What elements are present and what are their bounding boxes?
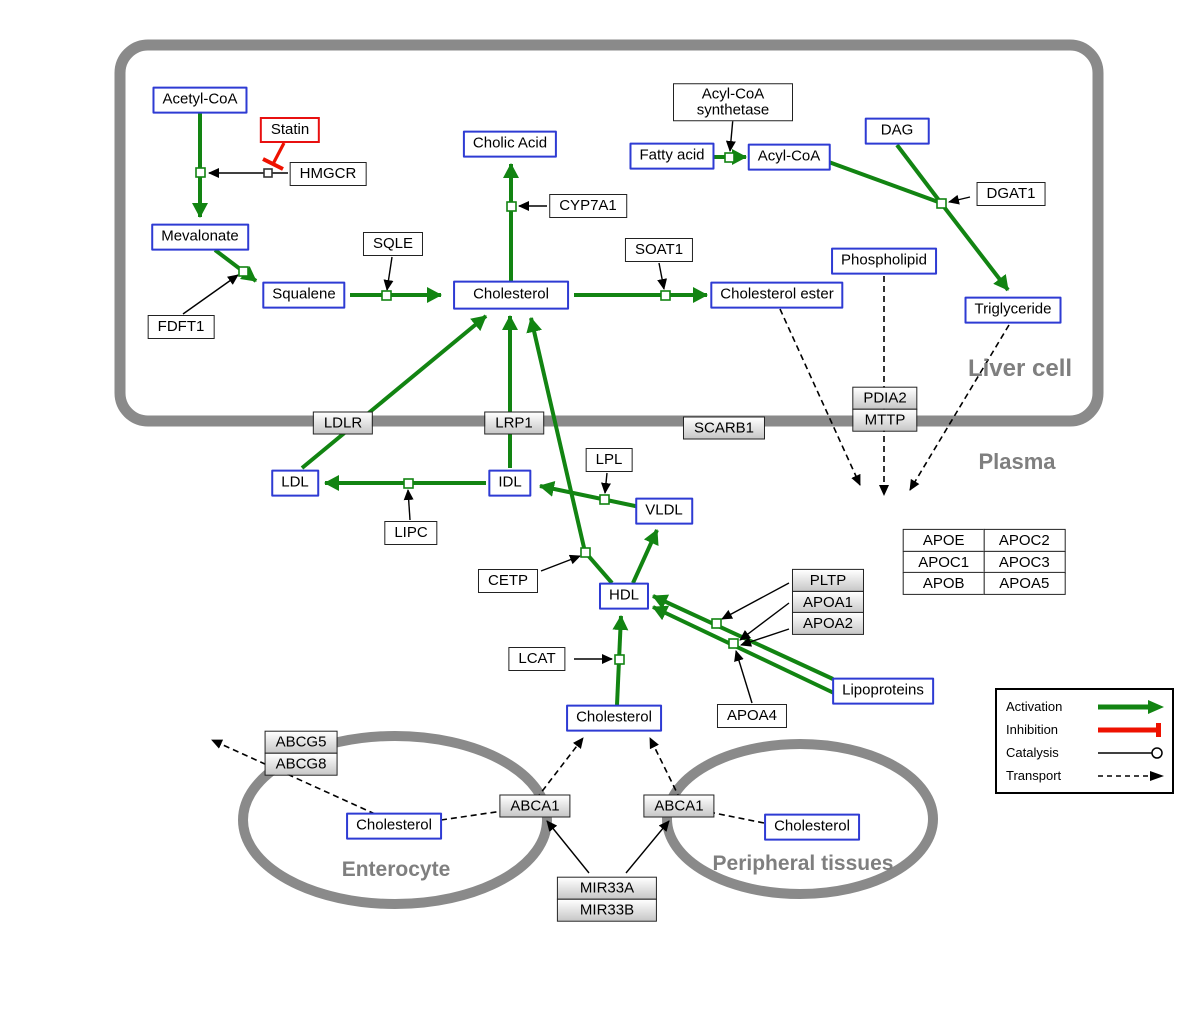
node-cetp[interactable]: CETP [477, 569, 539, 593]
node-abca1-peripheral[interactable]: ABCA1 [643, 794, 715, 818]
node-hdl[interactable]: HDL [598, 582, 650, 610]
node-pdia2[interactable]: PDIA2 [852, 386, 918, 410]
node-statin[interactable]: Statin [259, 117, 321, 143]
node-fdft1[interactable]: FDFT1 [147, 315, 215, 339]
node-squalene[interactable]: Squalene [262, 281, 346, 309]
node-idl[interactable]: IDL [488, 469, 532, 497]
catalysis-circle-icon [1098, 746, 1163, 759]
node-apoc1[interactable]: APOC1 [902, 550, 985, 574]
peripheral-tissues-label: Peripheral tissues [712, 852, 894, 875]
inhibition-tbar-icon [1098, 722, 1161, 737]
node-acetyl-coa[interactable]: Acetyl-CoA [152, 86, 248, 114]
node-sqle[interactable]: SQLE [362, 232, 424, 256]
node-dag[interactable]: DAG [864, 117, 930, 145]
catalysis-edges [182, 117, 971, 874]
node-apoc2[interactable]: APOC2 [983, 528, 1066, 552]
node-hmgcr[interactable]: HMGCR [289, 162, 367, 186]
node-apoe[interactable]: APOE [902, 528, 985, 552]
stack-pdia2-mttp: PDIA2 MTTP [852, 386, 918, 432]
node-lipc[interactable]: LIPC [384, 521, 438, 545]
legend-transport-label: Transport [1006, 768, 1062, 783]
node-apob[interactable]: APOB [902, 572, 985, 596]
node-cholic-acid[interactable]: Cholic Acid [462, 130, 558, 158]
node-ldl[interactable]: LDL [271, 469, 319, 497]
node-cholesterol-ester[interactable]: Cholesterol ester [710, 281, 844, 309]
node-fatty-acid[interactable]: Fatty acid [629, 142, 715, 170]
node-apoa5[interactable]: APOA5 [983, 572, 1066, 596]
node-lrp1[interactable]: LRP1 [484, 411, 544, 435]
stack-mir33: MIR33A MIR33B [556, 876, 658, 922]
node-lpl[interactable]: LPL [585, 448, 633, 472]
legend-inhibition-label: Inhibition [1006, 722, 1059, 737]
node-ldlr[interactable]: LDLR [312, 411, 374, 435]
node-cholesterol-peripheral[interactable]: Cholesterol [764, 813, 860, 841]
node-pltp[interactable]: PLTP [791, 568, 865, 592]
plasma-label: Plasma [978, 449, 1056, 474]
node-acyl-coa-synthetase[interactable]: Acyl-CoA synthetase [673, 83, 793, 121]
legend-transport: Transport [1003, 764, 1166, 787]
node-apoa1[interactable]: APOA1 [791, 590, 865, 614]
node-lipoproteins[interactable]: Lipoproteins [832, 677, 934, 705]
apolipoprotein-table: APOE APOC2 APOC1 APOC3 APOB APOA5 [902, 528, 1066, 596]
node-scarb1[interactable]: SCARB1 [682, 416, 766, 440]
legend: Activation Inhibition Catalysis Transpor… [995, 688, 1174, 794]
transport-dashed-arrow-icon [1098, 770, 1164, 781]
node-acyl-coa[interactable]: Acyl-CoA [747, 143, 831, 171]
node-abcg8[interactable]: ABCG8 [264, 752, 338, 776]
liver-cell-membrane [114, 39, 1104, 427]
inhibition-edge-statin [262, 142, 286, 171]
legend-catalysis-label: Catalysis [1006, 745, 1059, 760]
liver-cell-label: Liver cell [967, 355, 1073, 382]
node-abcg5[interactable]: ABCG5 [264, 730, 338, 754]
legend-activation: Activation [1003, 695, 1166, 718]
legend-catalysis: Catalysis [1003, 741, 1166, 764]
node-cholesterol-plasma[interactable]: Cholesterol [566, 704, 662, 732]
process-nodes [195, 152, 947, 665]
node-phospholipid[interactable]: Phospholipid [831, 247, 937, 275]
node-mir33b[interactable]: MIR33B [556, 898, 658, 922]
node-lcat[interactable]: LCAT [508, 647, 566, 671]
node-apoc3[interactable]: APOC3 [983, 550, 1066, 574]
enterocyte-label: Enterocyte [341, 858, 451, 881]
node-cyp7a1[interactable]: CYP7A1 [549, 194, 627, 218]
node-mevalonate[interactable]: Mevalonate [151, 223, 249, 251]
node-mttp[interactable]: MTTP [852, 408, 918, 432]
node-mir33a[interactable]: MIR33A [556, 876, 658, 900]
stack-abcg5-abcg8: ABCG5 ABCG8 [264, 730, 338, 776]
stack-pltp-apoa: PLTP APOA1 APOA2 [791, 568, 865, 636]
node-abca1-enterocyte[interactable]: ABCA1 [499, 794, 571, 818]
activation-arrow-icon [1098, 699, 1164, 714]
node-cholesterol-liver[interactable]: Cholesterol [453, 280, 569, 310]
node-soat1[interactable]: SOAT1 [624, 238, 694, 262]
node-cholesterol-enterocyte[interactable]: Cholesterol [346, 812, 442, 840]
node-dgat1[interactable]: DGAT1 [976, 182, 1046, 206]
legend-activation-label: Activation [1006, 699, 1063, 714]
node-vldl[interactable]: VLDL [635, 497, 693, 525]
node-apoa4[interactable]: APOA4 [716, 704, 788, 728]
node-triglyceride[interactable]: Triglyceride [964, 296, 1062, 324]
node-apoa2[interactable]: APOA2 [791, 612, 865, 636]
legend-inhibition: Inhibition [1003, 718, 1166, 741]
